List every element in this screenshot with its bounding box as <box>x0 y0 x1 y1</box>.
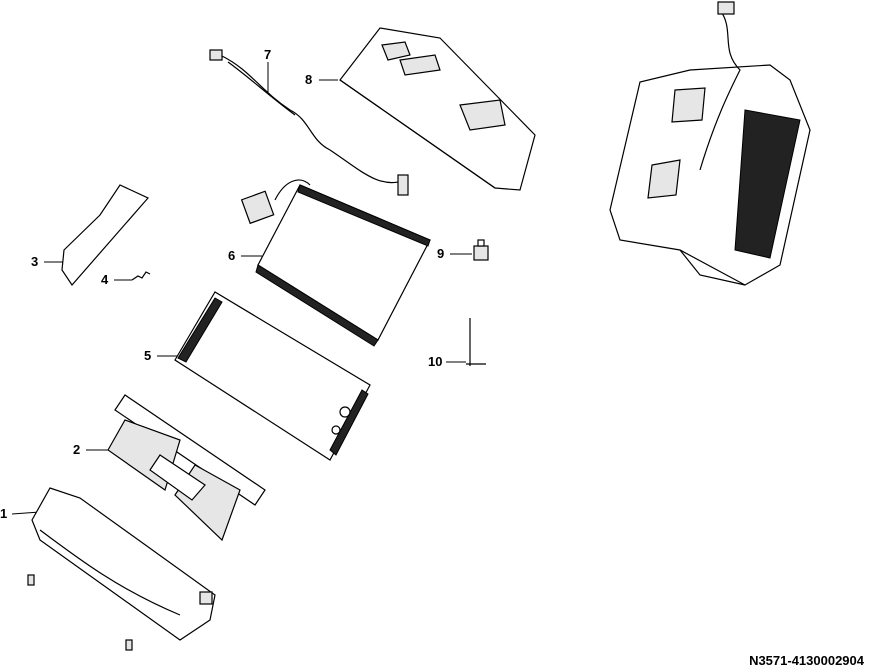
part-1-lower-case <box>27 487 216 651</box>
callout-8: 8 <box>305 72 313 87</box>
callout-4: 4 <box>101 272 109 287</box>
part-2-blower-module <box>107 394 266 542</box>
part-4-clip <box>131 271 151 281</box>
part-8-mounting-plate <box>339 27 536 191</box>
callout-5: 5 <box>144 348 152 363</box>
part-5-heater-core <box>174 291 371 461</box>
part-3-bracket <box>61 184 149 286</box>
callout-9: 9 <box>437 246 445 261</box>
callout-2: 2 <box>73 442 81 457</box>
part-6-evaporator-core <box>240 179 431 347</box>
callout-10: 10 <box>428 354 443 369</box>
callout-6: 6 <box>228 248 236 263</box>
callout-7: 7 <box>264 47 272 62</box>
part-9-sensor <box>473 239 489 261</box>
part-10-drain-pin <box>466 318 486 366</box>
assembled-hvac-unit <box>609 1 811 286</box>
callout-1: 1 <box>0 506 8 521</box>
diagram-reference-code: N3571-4130002904 <box>749 653 864 668</box>
part-7-wire-harness <box>209 49 409 196</box>
callout-3: 3 <box>31 254 39 269</box>
leader-lines <box>11 62 472 515</box>
